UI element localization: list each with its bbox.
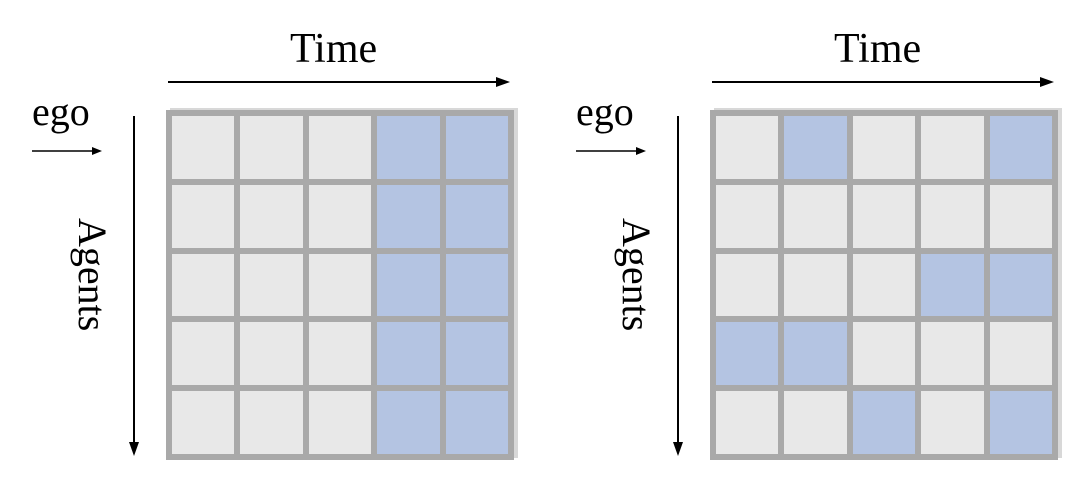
grid-cell-inactive: [784, 391, 847, 454]
grid-cell-active: [989, 253, 1052, 317]
grid-cell-inactive: [172, 184, 235, 248]
grid-cell-active: [445, 253, 508, 317]
grid-cell-inactive: [989, 184, 1052, 248]
grid-cell-inactive: [852, 184, 916, 248]
grid-cell-inactive: [989, 322, 1052, 386]
grid-cell-inactive: [172, 322, 235, 386]
grid-cell-inactive: [784, 253, 847, 317]
grid-cell-active: [716, 322, 779, 386]
grid-cell-inactive: [240, 322, 303, 386]
panel-right: Time ego Agents: [544, 0, 1084, 488]
ego-label: ego: [32, 89, 90, 134]
agents-axis-label: Agents: [614, 218, 659, 332]
grid-cell-inactive: [172, 253, 235, 317]
time-arrow: [712, 77, 1054, 87]
grid-cell-active: [377, 253, 440, 317]
agents-arrow: [129, 116, 139, 456]
grid-cell-inactive: [240, 391, 303, 454]
grid-cell-inactive: [716, 184, 779, 248]
grid-cell-inactive: [308, 116, 372, 179]
time-axis-label: Time: [290, 26, 378, 72]
attention-grid: [166, 110, 514, 460]
grid-cell-inactive: [852, 322, 916, 386]
grid-cell-active: [989, 116, 1052, 179]
grid-cell-active: [445, 184, 508, 248]
grid-cell-inactive: [240, 184, 303, 248]
grid-cell-inactive: [308, 391, 372, 454]
grid-cell-active: [445, 322, 508, 386]
agents-arrow: [673, 116, 683, 456]
attention-grid: [710, 110, 1058, 460]
grid-cell-inactive: [240, 253, 303, 317]
grid-cell-inactive: [716, 116, 779, 179]
grid-cell-active: [784, 116, 847, 179]
grid-cell-inactive: [308, 184, 372, 248]
grid-cell-inactive: [921, 322, 984, 386]
grid-cell-inactive: [308, 253, 372, 317]
grid-cell-inactive: [921, 184, 984, 248]
grid-cell-inactive: [921, 116, 984, 179]
grid-cell-inactive: [921, 391, 984, 454]
grid-cell-active: [921, 253, 984, 317]
time-arrow: [168, 77, 510, 87]
grid-cell-active: [445, 116, 508, 179]
grid-cell-inactive: [852, 253, 916, 317]
grid-cell-inactive: [852, 116, 916, 179]
time-axis-label: Time: [834, 26, 922, 72]
grid-cell-inactive: [716, 253, 779, 317]
grid-cell-active: [852, 391, 916, 454]
agents-axis-label: Agents: [70, 218, 115, 332]
grid-cell-active: [784, 322, 847, 386]
grid-cell-inactive: [172, 391, 235, 454]
panel-left: Time ego Agents: [32, 26, 514, 460]
grid-cell-active: [377, 391, 440, 454]
grid-cell-inactive: [308, 322, 372, 386]
ego-arrow: [576, 147, 646, 155]
grid-cell-inactive: [784, 184, 847, 248]
grid-cell-active: [445, 391, 508, 454]
grid-cell-inactive: [172, 116, 235, 179]
grid-cell-active: [377, 322, 440, 386]
grid-cell-active: [989, 391, 1052, 454]
grid-cell-active: [377, 184, 440, 248]
grid-cell-inactive: [716, 391, 779, 454]
ego-arrow: [32, 147, 102, 155]
grid-cell-active: [377, 116, 440, 179]
ego-label: ego: [576, 89, 634, 134]
grid-cell-inactive: [240, 116, 303, 179]
